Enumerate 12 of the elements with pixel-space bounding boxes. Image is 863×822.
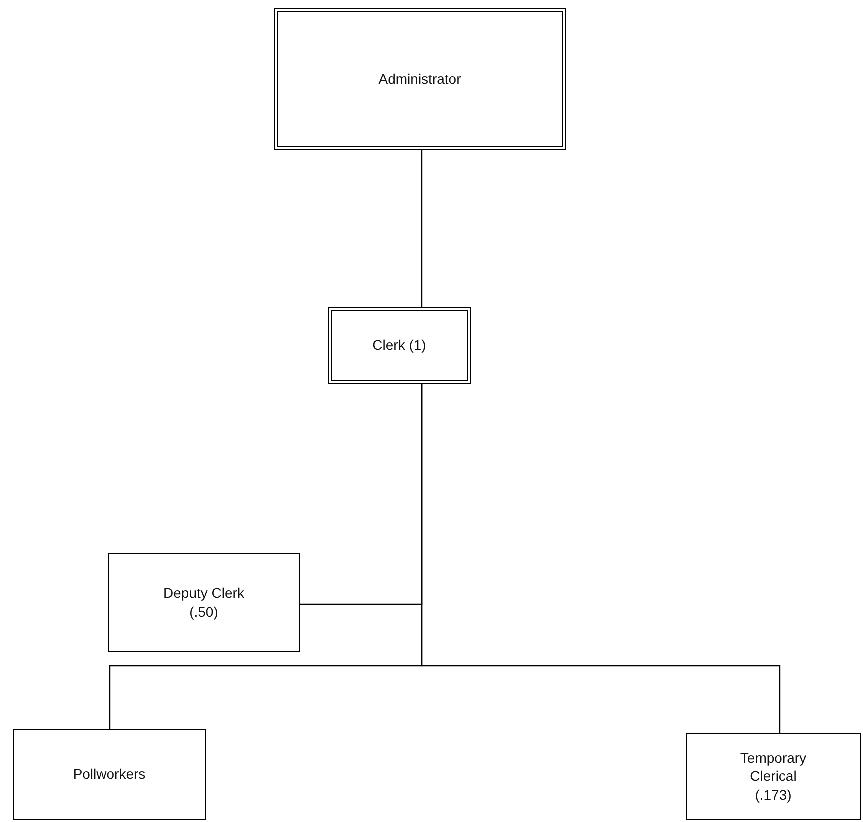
role-label: Administrator bbox=[378, 70, 462, 88]
role-label: Temporary Clerical (.173) bbox=[739, 749, 808, 804]
connector-line bbox=[421, 384, 781, 733]
role-label: Clerk (1) bbox=[372, 336, 428, 355]
org-box bbox=[13, 729, 206, 820]
org-box bbox=[686, 733, 861, 820]
org-box bbox=[108, 553, 300, 652]
org-box bbox=[274, 8, 566, 150]
org-box bbox=[328, 307, 471, 384]
role-label: Deputy Clerk (.50) bbox=[162, 584, 246, 621]
role-label: Pollworkers bbox=[72, 765, 147, 784]
connector-line bbox=[421, 150, 423, 307]
